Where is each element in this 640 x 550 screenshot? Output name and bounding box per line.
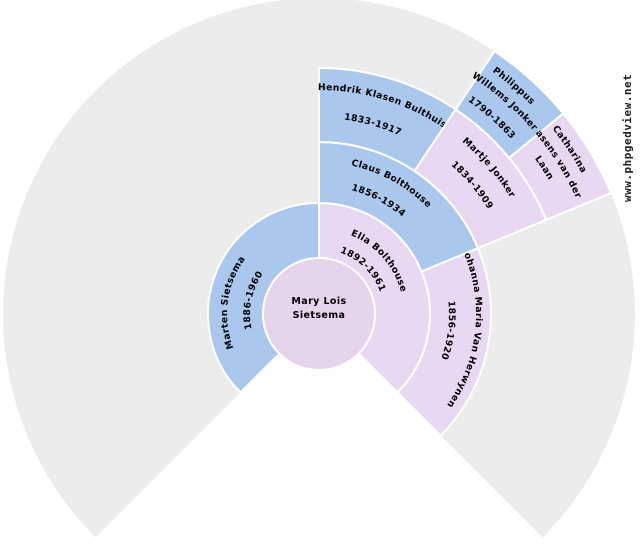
fan-segment-catharina-klasens-van-der-laan[interactable]	[508, 112, 612, 221]
center-person-name: Sietsema	[293, 310, 346, 321]
center-person-circle[interactable]	[262, 257, 376, 371]
phpgedview-watermark: www.phpgedview.net	[621, 73, 634, 202]
center-person-name: Mary Lois	[291, 296, 346, 307]
fan-segment-johanna-maria-van-herwynen[interactable]	[396, 247, 492, 437]
